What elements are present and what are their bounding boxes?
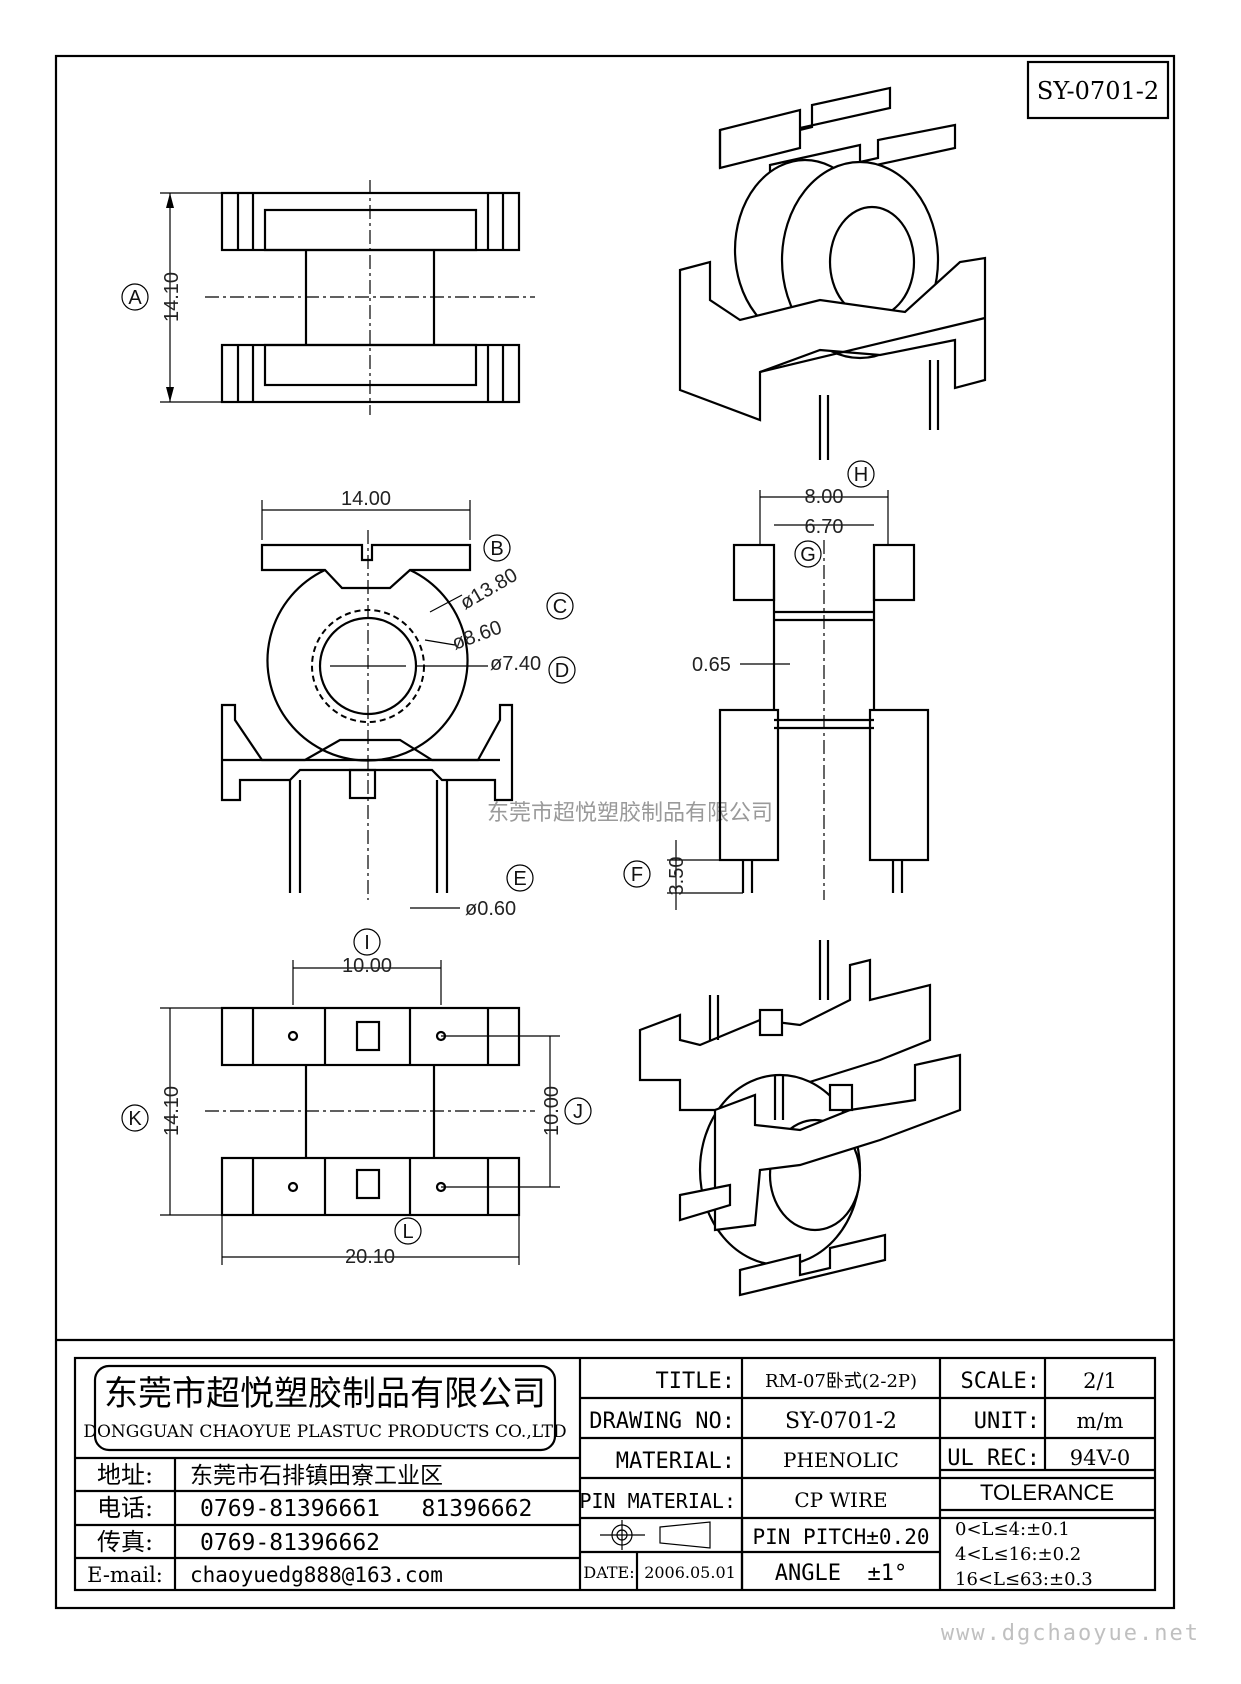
front-view: 14.00 ø13.80 ø8.60 ø7.40 B C D ø0.60 E <box>220 488 576 920</box>
callout-d: D <box>555 660 569 682</box>
dim-wall: 0.65 <box>692 654 731 676</box>
callout-c: C <box>553 596 567 618</box>
date-label: DATE: <box>583 1563 634 1582</box>
material-value: PHENOLIC <box>783 1448 899 1472</box>
tolerance-1: 0<L≤4:±0.1 <box>955 1519 1070 1540</box>
drawing-no-value: SY-0701-2 <box>785 1409 897 1434</box>
drawing-id: SY-0701-2 <box>1037 77 1159 105</box>
title-block <box>73 1356 1157 1592</box>
dim-pin-length: 3.50 <box>666 857 688 896</box>
address: 东莞市石排镇田寮工业区 <box>190 1463 443 1489</box>
dim-side-inner: 6.70 <box>805 516 844 538</box>
company-name-cn: 东莞市超悦塑胶制品有限公司 <box>104 1374 546 1414</box>
ul-label: UL REC: <box>947 1446 1040 1471</box>
date-value: 2006.05.01 <box>644 1563 736 1582</box>
title-label: TITLE: <box>656 1369 735 1394</box>
callout-f: F <box>631 864 643 886</box>
dim-outer-dia: ø13.80 <box>457 564 522 614</box>
side-view: 8.00 6.70 H G 0.65 3.50 F <box>623 460 930 910</box>
email: chaoyuedg888@163.com <box>190 1563 443 1587</box>
sheet-border <box>54 54 1176 1610</box>
callout-a: A <box>128 287 142 309</box>
iso-view-bottom <box>638 940 962 1297</box>
fax: 0769-81396662 <box>200 1530 380 1556</box>
callout-l: L <box>402 1221 413 1243</box>
address-label: 地址: <box>97 1461 153 1489</box>
pin-material-label: PIN MATERIAL: <box>579 1489 736 1513</box>
angle: ANGLE ±1° <box>775 1561 907 1586</box>
tolerance-label: TOLERANCE <box>980 1480 1114 1505</box>
drawing-id-box <box>1026 60 1170 120</box>
dim-bottom-pitch: 10.00 <box>342 955 392 977</box>
material-label: MATERIAL: <box>616 1449 735 1474</box>
top-view: 14.10 A <box>121 180 535 415</box>
dim-mid-dia: ø8.60 <box>449 617 505 655</box>
callout-e: E <box>513 868 526 890</box>
callout-i: I <box>364 932 370 954</box>
ul-value: 94V-0 <box>1070 1446 1130 1470</box>
pin-pitch: PIN PITCH±0.20 <box>752 1525 929 1549</box>
dim-pin-dia: ø0.60 <box>465 898 516 920</box>
fax-label: 传真: <box>97 1528 153 1556</box>
drawing-no-label: DRAWING NO: <box>589 1409 735 1434</box>
scale-label: SCALE: <box>961 1369 1040 1394</box>
dim-inner-dia: ø7.40 <box>490 653 541 675</box>
phone: 0769-81396661 81396662 <box>200 1496 532 1522</box>
watermark: 东莞市超悦塑胶制品有限公司 <box>487 801 773 826</box>
tolerance-3: 16<L≤63:±0.3 <box>955 1569 1093 1590</box>
dim-bottom-inner: 10.00 <box>541 1086 563 1136</box>
website: www.dgchaoyue.net <box>941 1621 1200 1646</box>
tolerance-2: 4<L≤16:±0.2 <box>955 1544 1081 1565</box>
unit-value: m/m <box>1077 1409 1124 1433</box>
dim-bottom-width: 20.10 <box>345 1246 395 1268</box>
callout-b: B <box>490 538 503 560</box>
email-label: E-mail: <box>87 1563 163 1587</box>
scale-value: 2/1 <box>1083 1369 1117 1393</box>
pin-material-value: CP WIRE <box>794 1488 887 1512</box>
phone-label: 电话: <box>97 1494 153 1522</box>
iso-view-top <box>678 86 987 460</box>
projection-symbol <box>600 1520 711 1550</box>
callout-g: G <box>800 544 816 566</box>
dim-bottom-height: 14.10 <box>161 1086 183 1136</box>
unit-label: UNIT: <box>974 1409 1040 1434</box>
callout-j: J <box>573 1101 583 1123</box>
dim-top-height: 14.10 <box>161 272 183 322</box>
bottom-view: 10.00 I 14.10 K 10.00 J 20.10 L <box>121 928 592 1268</box>
company-name-en: DONGGUAN CHAOYUE PLASTUC PRODUCTS CO.,LT… <box>83 1422 566 1442</box>
callout-h: H <box>854 464 868 486</box>
callout-k: K <box>128 1108 142 1130</box>
title-value: RM-07卧式(2-2P) <box>765 1371 917 1392</box>
dim-front-width: 14.00 <box>341 488 391 510</box>
dim-side-width: 8.00 <box>805 486 844 508</box>
